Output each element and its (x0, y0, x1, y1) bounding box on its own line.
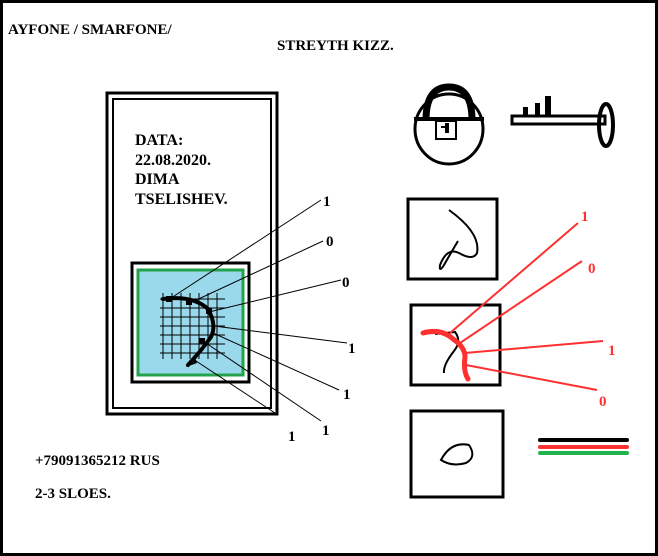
right-bit-4: 0 (599, 394, 607, 410)
pattern-box-2-glyph (434, 330, 460, 374)
screen-frame (130, 261, 251, 384)
padlock-icon (413, 83, 485, 166)
pattern-box-2 (409, 303, 502, 387)
black-leader-lines (167, 199, 348, 422)
pattern-box-3-glyph (439, 443, 474, 466)
left-bit-7: 1 (288, 429, 296, 445)
red-pattern (420, 222, 604, 391)
left-bit-6: 1 (322, 423, 330, 439)
left-bit-2: 0 (326, 234, 334, 250)
card-line-firstname: DIMA (135, 171, 180, 188)
key-icon (510, 96, 615, 148)
card-line-lastname: TSELISHEV. (135, 190, 228, 208)
right-bit-3: 1 (608, 343, 616, 359)
device-title: AYFONE / SMARFONE/ (8, 22, 172, 38)
right-bit-2: 0 (588, 261, 596, 277)
sloes-note: 2-3 SLOES. (35, 486, 111, 502)
card-line-date: 22.08.2020. (135, 151, 211, 169)
card-info: DATA: 22.08.2020. DIMA TSELISHEV. (135, 131, 265, 209)
left-bit-3: 0 (342, 275, 350, 291)
left-bit-5: 1 (343, 387, 351, 403)
right-bit-1: 1 (581, 209, 589, 225)
phone-number: +79091365212 RUS (35, 453, 160, 469)
color-stripes (538, 438, 629, 455)
left-bit-4: 1 (348, 341, 356, 357)
pattern-box-3 (409, 409, 505, 499)
phone-outer-frame (105, 91, 279, 416)
card-line-data: DATA: (135, 132, 184, 149)
phone-inner-frame (112, 98, 272, 409)
pattern-box-1 (406, 197, 499, 281)
pattern-box-1-glyph (438, 209, 479, 270)
diagram-art: 1 0 0 1 1 1 1 (105, 83, 629, 499)
left-bit-1: 1 (323, 194, 331, 210)
method-title: STREYTH KIZZ. (277, 38, 394, 54)
